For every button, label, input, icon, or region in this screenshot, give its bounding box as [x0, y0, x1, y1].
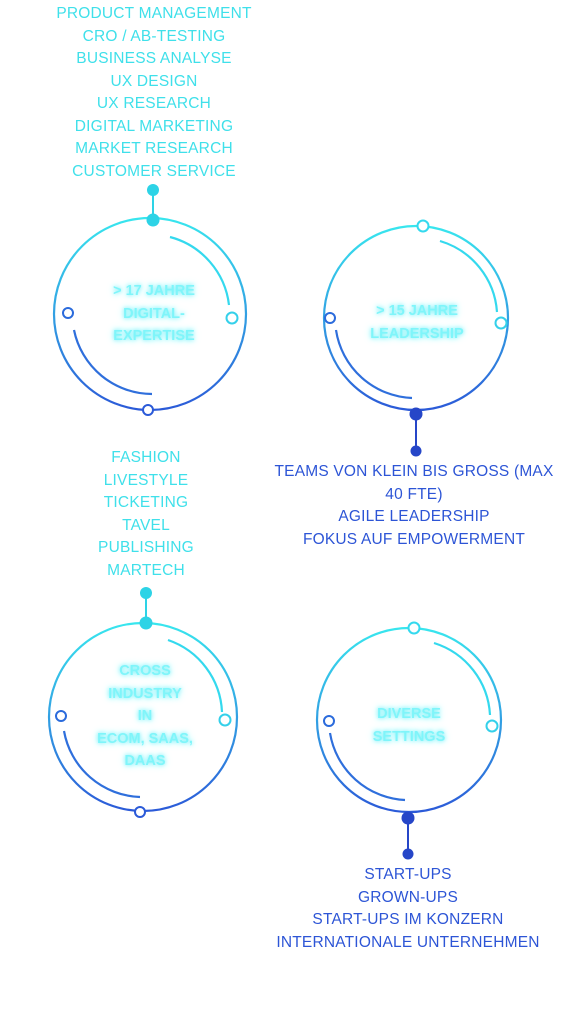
skills-list: PRODUCT MANAGEMENT CRO / AB-TESTING BUSI… [0, 3, 308, 183]
list-item: MARKET RESEARCH [75, 140, 233, 157]
circle-4-ring [315, 621, 503, 860]
list-item: START-UPS [364, 866, 452, 883]
list-item: TICKETING [103, 494, 189, 511]
label-line: DIGITAL- [123, 305, 185, 322]
circle-1-label: > 17 JAHRE DIGITAL- EXPERTISE [93, 280, 215, 348]
label-line: > 15 JAHRE [376, 303, 458, 319]
label-line: IN [137, 708, 153, 724]
leadership-list: TEAMS VON KLEIN BIS GROSS (MAX 40 FTE) A… [266, 461, 562, 551]
circle-3-ring [47, 587, 239, 818]
label-line: INDUSTRY [108, 685, 182, 702]
label-line: > 17 JAHRE [113, 283, 195, 299]
list-item: FOKUS AUF EMPOWERMENT [302, 530, 526, 548]
list-item: AGILE LEADERSHIP [338, 508, 490, 525]
list-item: GROWN-UPS [358, 888, 458, 906]
list-item: PUBLISHING [98, 539, 194, 556]
list-item: 40 FTE) [385, 485, 443, 503]
list-item: BUSINESS ANALYSE [76, 50, 232, 67]
list-item: START-UPS IM KONZERN [312, 911, 504, 928]
list-item: PRODUCT MANAGEMENT [56, 5, 252, 22]
circle-3-label: CROSS INDUSTRY IN ECOM, SAAS, DAAS [84, 660, 206, 773]
list-item: TAVEL [122, 516, 170, 534]
label-line: LEADERSHIP [370, 325, 464, 342]
list-item: DIGITAL MARKETING [74, 117, 234, 135]
list-item: CUSTOMER SERVICE [72, 162, 236, 180]
list-item: INTERNATIONALE UNTERNEHMEN [276, 933, 540, 951]
label-line: EXPERTISE [113, 328, 195, 344]
list-item: TEAMS VON KLEIN BIS GROSS (MAX [274, 463, 554, 480]
list-item: FASHION [111, 449, 181, 466]
label-line: ECOM, SAAS, [97, 730, 193, 747]
list-item: LIVESTYLE [103, 471, 189, 489]
settings-list: START-UPS GROWN-UPS START-UPS IM KONZERN… [258, 864, 558, 954]
circle-1-ring [52, 184, 248, 416]
list-item: CRO / AB-TESTING [82, 27, 226, 45]
list-item: MARTECH [107, 561, 185, 579]
circle-2-label: > 15 JAHRE LEADERSHIP [356, 300, 478, 345]
label-line: CROSS [119, 663, 171, 679]
label-line: DAAS [124, 753, 166, 769]
circle-2-ring [322, 219, 510, 457]
circle-4-label: DIVERSE SETTINGS [348, 703, 470, 748]
industries-list: FASHION LIVESTYLE TICKETING TAVEL PUBLIS… [0, 447, 292, 582]
label-line: SETTINGS [372, 728, 446, 745]
list-item: UX DESIGN [110, 72, 198, 90]
label-line: DIVERSE [377, 706, 441, 722]
list-item: UX RESEARCH [96, 95, 212, 112]
